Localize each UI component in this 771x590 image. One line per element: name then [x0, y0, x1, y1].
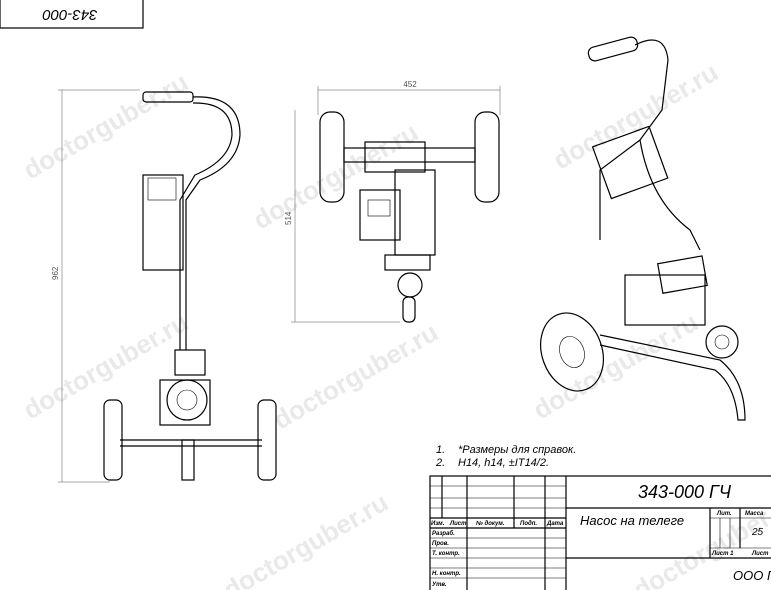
role-label: Пров. [432, 541, 449, 547]
header-izm: Изм. [431, 521, 445, 527]
note-text: *Размеры для справок. [458, 444, 576, 456]
front-view: 962 [51, 89, 277, 483]
mass-value: 25 [751, 527, 764, 538]
sheets-label: Лист [751, 551, 769, 557]
mass-label: Масса [745, 511, 764, 517]
drawing-name: Насос на телеге [580, 513, 684, 528]
header-date: Дата [546, 521, 564, 527]
role-label: Разраб. [432, 530, 455, 537]
designation: 343-000 ГЧ [638, 482, 732, 502]
watermark: doctorguber.ru [548, 57, 723, 175]
dimension-height: 962 [51, 266, 60, 280]
watermark: doctorguber.ru [268, 317, 443, 435]
top-view: 452 514 [284, 80, 501, 323]
role-label: Утв. [432, 582, 447, 588]
lit-label: Лит. [716, 511, 732, 517]
watermarks: doctorguber.ru doctorguber.ru doctorgube… [18, 57, 771, 590]
rotated-code: 343-000 [42, 6, 98, 23]
note-text: H14, h14, ±IT14/2. [458, 457, 549, 469]
role-label: Н. контр. [432, 571, 461, 577]
note-number: 2. [435, 457, 445, 469]
watermark: doctorguber.ru [248, 117, 423, 235]
watermark: doctorguber.ru [218, 487, 393, 590]
isometric-view [540, 36, 746, 421]
role-label: Т. контр. [432, 551, 460, 557]
rotated-code-box: 343-000 [0, 0, 144, 29]
title-block: Изм. Лист № докум. Подп. Дата Разраб. Пр… [429, 475, 771, 590]
header-list: Лист [449, 521, 467, 527]
header-doc: № докум. [475, 520, 505, 527]
watermark: doctorguber.ru [18, 67, 193, 185]
sheet-label: Лист 1 [711, 551, 734, 557]
dimension-depth: 514 [284, 211, 293, 225]
notes: 1. *Размеры для справок. 2. H14, h14, ±I… [435, 444, 576, 469]
watermark: doctorguber.ru [18, 307, 193, 425]
note-number: 1. [436, 444, 445, 456]
header-sign: Подп. [520, 521, 537, 527]
dimension-width: 452 [403, 80, 417, 89]
company-name: ООО Гу [733, 568, 771, 583]
